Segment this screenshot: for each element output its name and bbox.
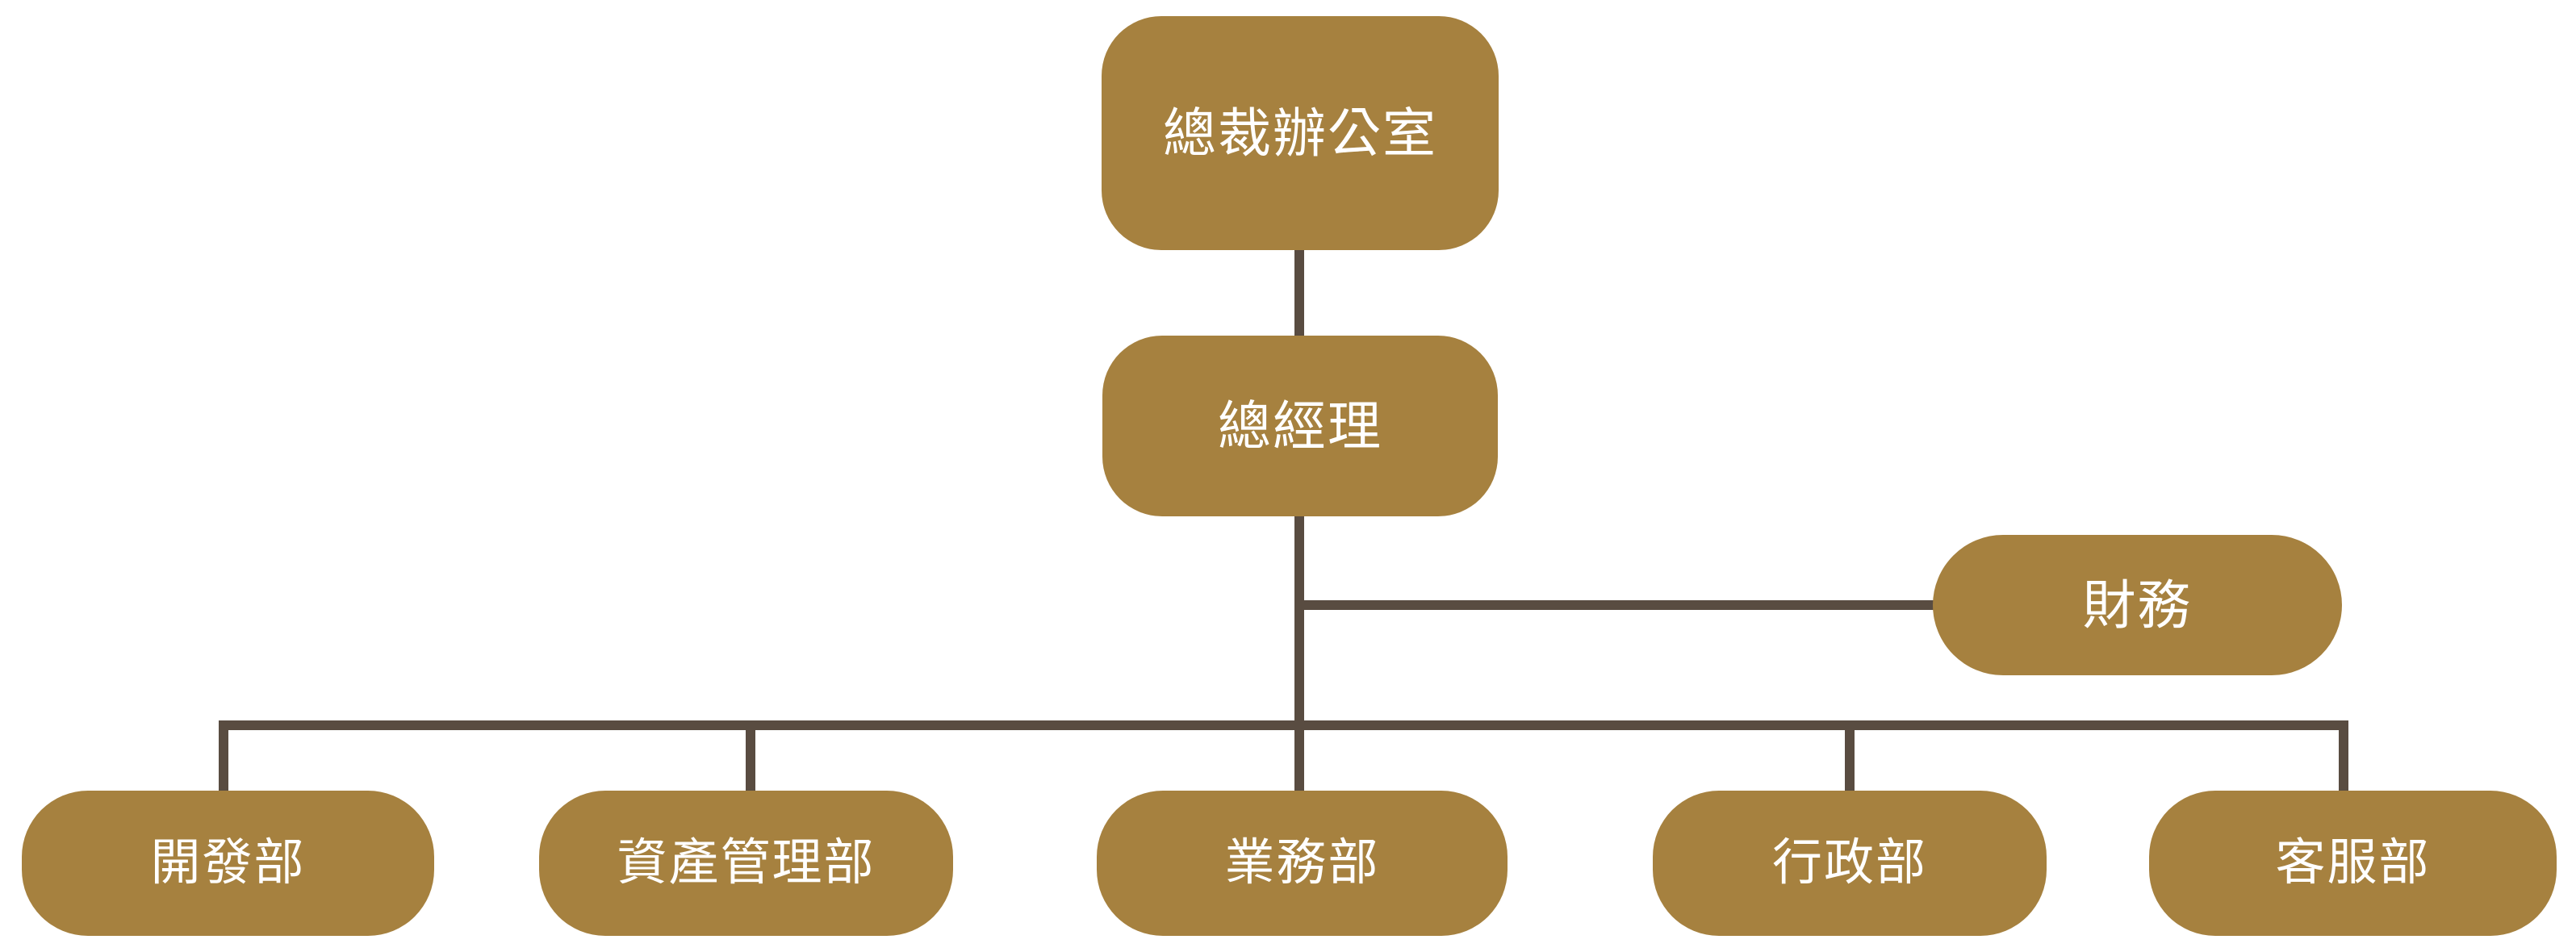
org-node-administration-dept-label: 行政部 bbox=[1771, 835, 1927, 891]
connector-drop-customer-service bbox=[2339, 729, 2348, 793]
connector-president-to-gm bbox=[1294, 248, 1304, 337]
org-node-president-office: 總裁辦公室 bbox=[1102, 16, 1499, 250]
org-node-development-dept-label: 開發部 bbox=[150, 835, 306, 891]
connector-gm-trunk bbox=[1294, 515, 1304, 794]
org-node-administration-dept: 行政部 bbox=[1653, 791, 2047, 936]
org-node-asset-management-dept: 資產管理部 bbox=[539, 791, 953, 936]
connector-drop-asset-management bbox=[746, 729, 755, 793]
org-node-asset-management-dept-label: 資產管理部 bbox=[617, 835, 876, 891]
org-node-development-dept: 開發部 bbox=[22, 791, 434, 936]
org-node-president-office-label: 總裁辦公室 bbox=[1163, 103, 1437, 163]
connector-departments-rail bbox=[219, 720, 2348, 730]
org-node-customer-service-dept-label: 客服部 bbox=[2275, 835, 2431, 891]
org-node-finance: 財務 bbox=[1933, 535, 2342, 675]
org-node-finance-label: 財務 bbox=[2082, 575, 2193, 635]
org-node-business-dept: 業務部 bbox=[1097, 791, 1508, 936]
org-node-customer-service-dept: 客服部 bbox=[2149, 791, 2557, 936]
connector-finance-branch bbox=[1299, 600, 1937, 610]
org-node-business-dept-label: 業務部 bbox=[1224, 835, 1380, 891]
org-node-general-manager-label: 總經理 bbox=[1218, 396, 1382, 456]
connector-drop-development bbox=[219, 729, 228, 793]
connector-drop-administration bbox=[1845, 729, 1855, 793]
org-node-general-manager: 總經理 bbox=[1102, 336, 1498, 516]
